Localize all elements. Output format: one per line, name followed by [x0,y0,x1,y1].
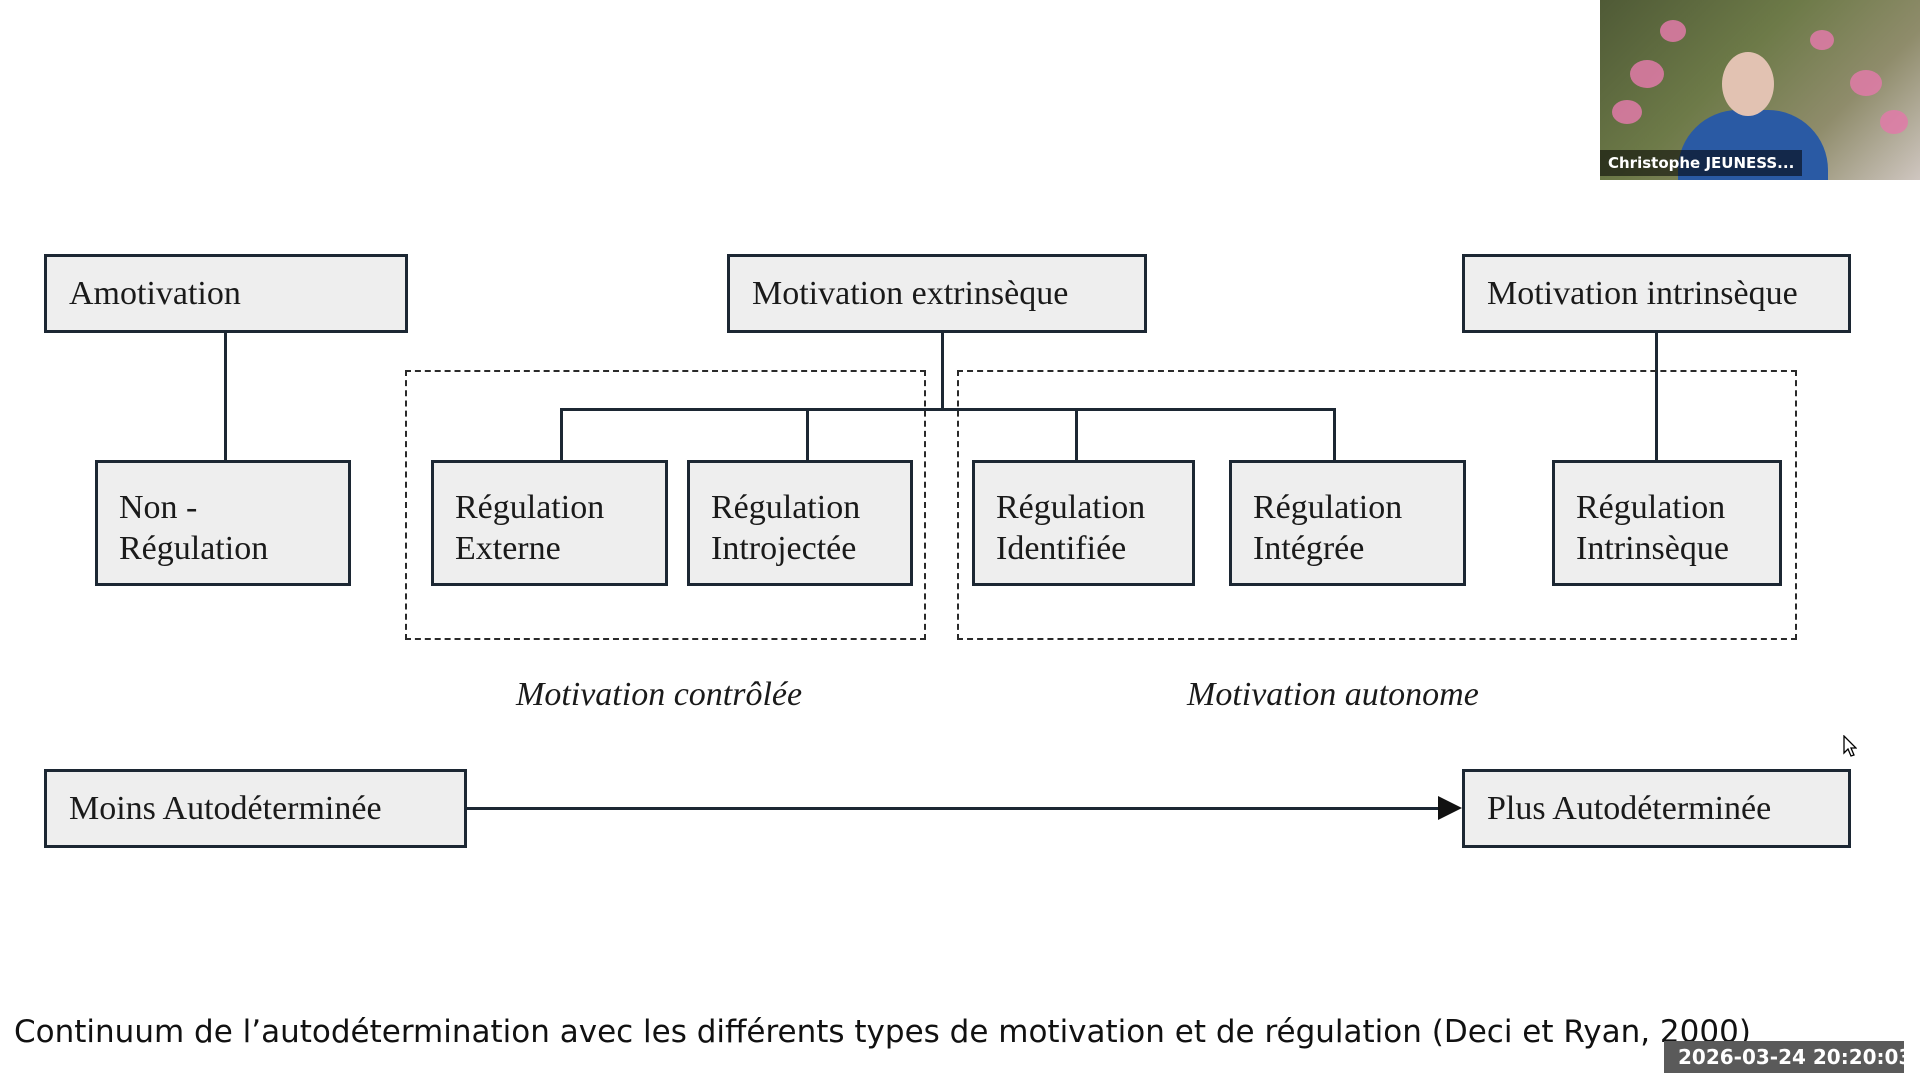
participant-head [1722,52,1774,116]
box-amotivation-label: Amotivation [69,275,241,312]
connector-identifiee [1075,408,1078,462]
box-non-regulation-line1: Non - [119,489,198,526]
flower-decoration [1660,20,1686,42]
box-non-regulation-line2: Régulation [119,530,269,567]
box-plus-autodeterminee: Plus Autodéterminée [1462,769,1851,848]
box-regulation-introjectee: Régulation Introjectée [687,460,913,586]
box-regulation-identifiee-line2: Identifiée [996,530,1127,567]
box-plus-autodeterminee-label: Plus Autodéterminée [1487,790,1772,827]
figure-caption: Continuum de l’autodétermination avec le… [14,1014,1751,1050]
mouse-cursor-icon [1843,735,1857,757]
timestamp-overlay: 2026-03-24 20:20:03 [1664,1041,1912,1073]
box-motivation-intrinseque: Motivation intrinsèque [1462,254,1851,333]
box-regulation-integree-line1: Régulation [1253,489,1403,526]
label-motivation-autonome: Motivation autonome [1187,676,1479,713]
flower-decoration [1612,100,1642,124]
box-regulation-intrinseque-line1: Régulation [1576,489,1726,526]
connector-amotivation [224,331,227,462]
flower-decoration [1630,60,1664,88]
box-regulation-introjectee-line2: Introjectée [711,530,857,567]
box-motivation-intrinseque-label: Motivation intrinsèque [1487,275,1798,312]
box-moins-autodeterminee-label: Moins Autodéterminée [69,790,382,827]
box-regulation-introjectee-line1: Régulation [711,489,861,526]
box-regulation-externe-line1: Régulation [455,489,605,526]
connector-integree [1333,408,1336,462]
connector-extrinsic-stem [941,331,944,410]
flower-decoration [1850,70,1882,96]
box-regulation-externe-line2: Externe [455,530,561,567]
box-non-regulation: Non - Régulation [95,460,351,586]
controlled-motivation-frame [405,370,926,640]
box-regulation-externe: Régulation Externe [431,460,668,586]
box-regulation-intrinseque-line2: Intrinsèque [1576,530,1729,567]
box-regulation-integree-line2: Intégrée [1253,530,1365,567]
autonomous-motivation-frame [957,370,1797,640]
connector-introjectee [806,408,809,462]
box-moins-autodeterminee: Moins Autodéterminée [44,769,467,848]
flower-decoration [1880,110,1908,134]
connector-intrinsic [1655,331,1658,462]
participant-video[interactable]: Christophe JEUNESS... [1600,0,1920,180]
box-regulation-identifiee: Régulation Identifiée [972,460,1195,586]
connector-externe [560,408,563,462]
continuum-arrow-line [467,807,1442,810]
box-amotivation: Amotivation [44,254,408,333]
box-regulation-identifiee-line1: Régulation [996,489,1146,526]
continuum-arrowhead [1438,796,1462,820]
connector-extrinsic-bar [560,408,1336,411]
box-regulation-integree: Régulation Intégrée [1229,460,1466,586]
label-motivation-controlee: Motivation contrôlée [516,676,803,713]
box-motivation-extrinseque-label: Motivation extrinsèque [752,275,1069,312]
box-motivation-extrinseque: Motivation extrinsèque [727,254,1147,333]
flower-decoration [1810,30,1834,50]
box-regulation-intrinseque: Régulation Intrinsèque [1552,460,1782,586]
participant-name: Christophe JEUNESS... [1600,150,1803,176]
